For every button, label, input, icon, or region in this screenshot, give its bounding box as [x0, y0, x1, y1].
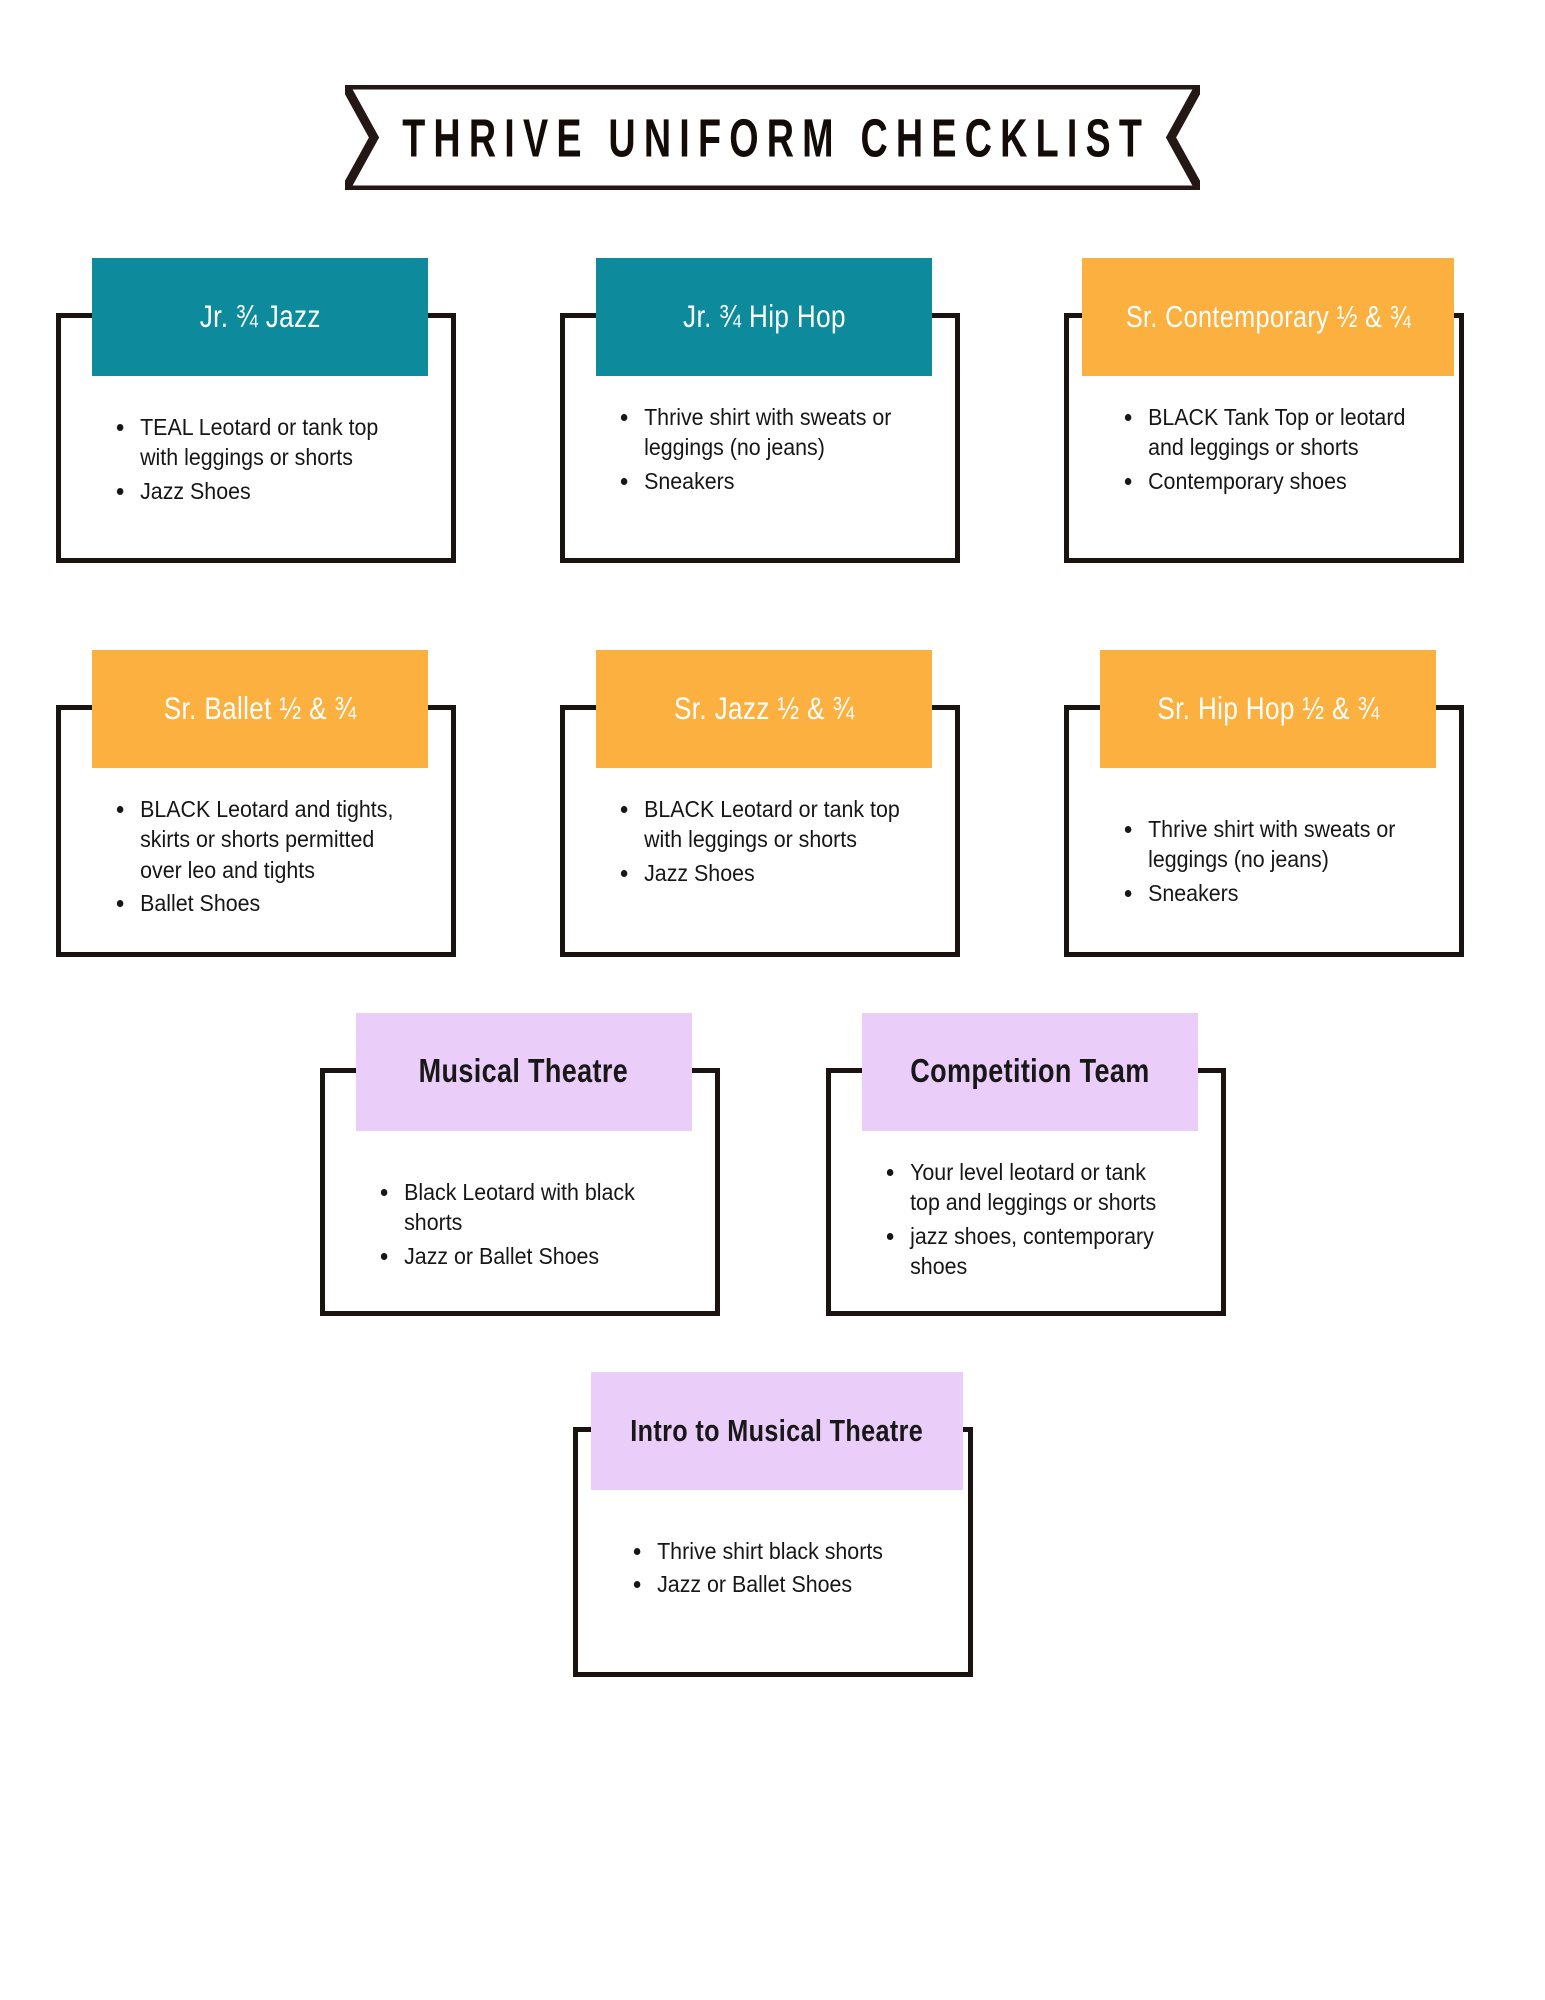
uniform-item-list: Thrive shirt black shorts Jazz or Ballet…: [632, 1536, 948, 1600]
uniform-item-list: Your level leotard or tank top and leggi…: [885, 1157, 1201, 1281]
ribbon-outline-icon: [345, 85, 1200, 190]
list-item: Thrive shirt with sweats or leggings (no…: [1123, 814, 1417, 875]
list-item: Black Leotard with black shorts: [379, 1177, 673, 1238]
list-item: Jazz Shoes: [619, 858, 913, 888]
uniform-item-list: Thrive shirt with sweats or leggings (no…: [1123, 814, 1439, 908]
list-item: Thrive shirt black shorts: [632, 1536, 926, 1566]
card-list-holder: TEAL Leotard or tank top with leggings o…: [61, 318, 451, 527]
list-item: Your level leotard or tank top and leggi…: [885, 1157, 1179, 1218]
title-banner: THRIVE UNIFORM CHECKLIST: [0, 85, 1545, 190]
card-jr-hip-hop: Jr. ¾ Hip Hop Thrive shirt with sweats o…: [560, 258, 960, 563]
card-sr-hip-hop: Sr. Hip Hop ½ & ¾ Thrive shirt with swea…: [1064, 650, 1464, 957]
card-list-holder: Black Leotard with black shorts Jazz or …: [325, 1073, 715, 1292]
card-row-3: Musical Theatre Black Leotard with black…: [0, 1013, 1545, 1316]
card-title: Intro to Musical Theatre: [630, 1413, 923, 1448]
uniform-item-list: Thrive shirt with sweats or leggings (no…: [619, 402, 935, 496]
list-item: BLACK Tank Top or leotard and leggings o…: [1123, 402, 1417, 463]
list-item: BLACK Leotard and tights, skirts or shor…: [115, 794, 409, 885]
list-item: Sneakers: [1123, 878, 1417, 908]
card-list-holder: Thrive shirt with sweats or leggings (no…: [565, 318, 955, 517]
uniform-item-list: Black Leotard with black shorts Jazz or …: [379, 1177, 695, 1271]
page-title: THRIVE UNIFORM CHECKLIST: [402, 107, 1151, 168]
card-sr-ballet: Sr. Ballet ½ & ¾ BLACK Leotard and tight…: [56, 650, 456, 957]
card-musical-theatre: Musical Theatre Black Leotard with black…: [319, 1013, 720, 1316]
card-list-holder: BLACK Leotard or tank top with leggings …: [565, 710, 955, 909]
card-title: Sr. Ballet ½ & ¾: [163, 691, 357, 727]
card-row-4: Intro to Musical Theatre Thrive shirt bl…: [0, 1372, 1545, 1677]
card-header-competition-team: Competition Team: [861, 1013, 1198, 1131]
card-row-1: Jr. ¾ Jazz TEAL Leotard or tank top with…: [0, 258, 1545, 563]
card-title: Competition Team: [909, 1053, 1150, 1090]
card-list-holder: Thrive shirt black shorts Jazz or Ballet…: [578, 1432, 968, 1621]
card-title: Jr. ¾ Hip Hop: [682, 299, 846, 335]
list-item: Jazz or Ballet Shoes: [632, 1569, 926, 1599]
uniform-item-list: BLACK Leotard or tank top with leggings …: [619, 794, 935, 888]
card-header-jr-jazz: Jr. ¾ Jazz: [92, 258, 428, 376]
card-header-sr-hip-hop: Sr. Hip Hop ½ & ¾: [1100, 650, 1436, 768]
card-sr-contemporary: Sr. Contemporary ½ & ¾ BLACK Tank Top or…: [1064, 258, 1464, 563]
list-item: Thrive shirt with sweats or leggings (no…: [619, 402, 913, 463]
list-item: Sneakers: [619, 466, 913, 496]
card-header-jr-hip-hop: Jr. ¾ Hip Hop: [596, 258, 932, 376]
card-sr-jazz: Sr. Jazz ½ & ¾ BLACK Leotard or tank top…: [560, 650, 960, 957]
uniform-item-list: BLACK Leotard and tights, skirts or shor…: [115, 794, 431, 918]
card-competition-team: Competition Team Your level leotard or t…: [825, 1013, 1226, 1316]
card-list-holder: Thrive shirt with sweats or leggings (no…: [1069, 710, 1459, 929]
card-row-2: Sr. Ballet ½ & ¾ BLACK Leotard and tight…: [0, 650, 1545, 957]
ribbon-shape-container: THRIVE UNIFORM CHECKLIST: [345, 85, 1200, 190]
list-item: TEAL Leotard or tank top with leggings o…: [115, 412, 409, 473]
card-header-sr-contemporary: Sr. Contemporary ½ & ¾: [1082, 258, 1454, 376]
list-item: Ballet Shoes: [115, 888, 409, 918]
card-header-sr-jazz: Sr. Jazz ½ & ¾: [596, 650, 932, 768]
list-item: Jazz or Ballet Shoes: [379, 1241, 673, 1271]
card-jr-jazz: Jr. ¾ Jazz TEAL Leotard or tank top with…: [56, 258, 456, 563]
card-title: Musical Theatre: [418, 1053, 629, 1090]
card-title: Sr. Hip Hop ½ & ¾: [1156, 691, 1380, 727]
card-title: Sr. Contemporary ½ & ¾: [1125, 299, 1411, 334]
list-item: BLACK Leotard or tank top with leggings …: [619, 794, 913, 855]
list-item: Jazz Shoes: [115, 476, 409, 506]
card-header-intro-musical-theatre: Intro to Musical Theatre: [590, 1372, 963, 1490]
list-item: Contemporary shoes: [1123, 466, 1417, 496]
card-intro-musical-theatre: Intro to Musical Theatre Thrive shirt bl…: [572, 1372, 973, 1677]
card-title: Jr. ¾ Jazz: [199, 299, 321, 335]
uniform-item-list: TEAL Leotard or tank top with leggings o…: [115, 412, 431, 506]
card-list-holder: BLACK Tank Top or leotard and leggings o…: [1069, 318, 1459, 517]
card-header-musical-theatre: Musical Theatre: [355, 1013, 692, 1131]
list-item: jazz shoes, contemporary shoes: [885, 1221, 1179, 1282]
card-header-sr-ballet: Sr. Ballet ½ & ¾: [92, 650, 428, 768]
uniform-item-list: BLACK Tank Top or leotard and leggings o…: [1123, 402, 1439, 496]
card-list-holder: BLACK Leotard and tights, skirts or shor…: [61, 710, 451, 939]
card-title: Sr. Jazz ½ & ¾: [673, 691, 855, 727]
card-list-holder: Your level leotard or tank top and leggi…: [831, 1073, 1221, 1302]
